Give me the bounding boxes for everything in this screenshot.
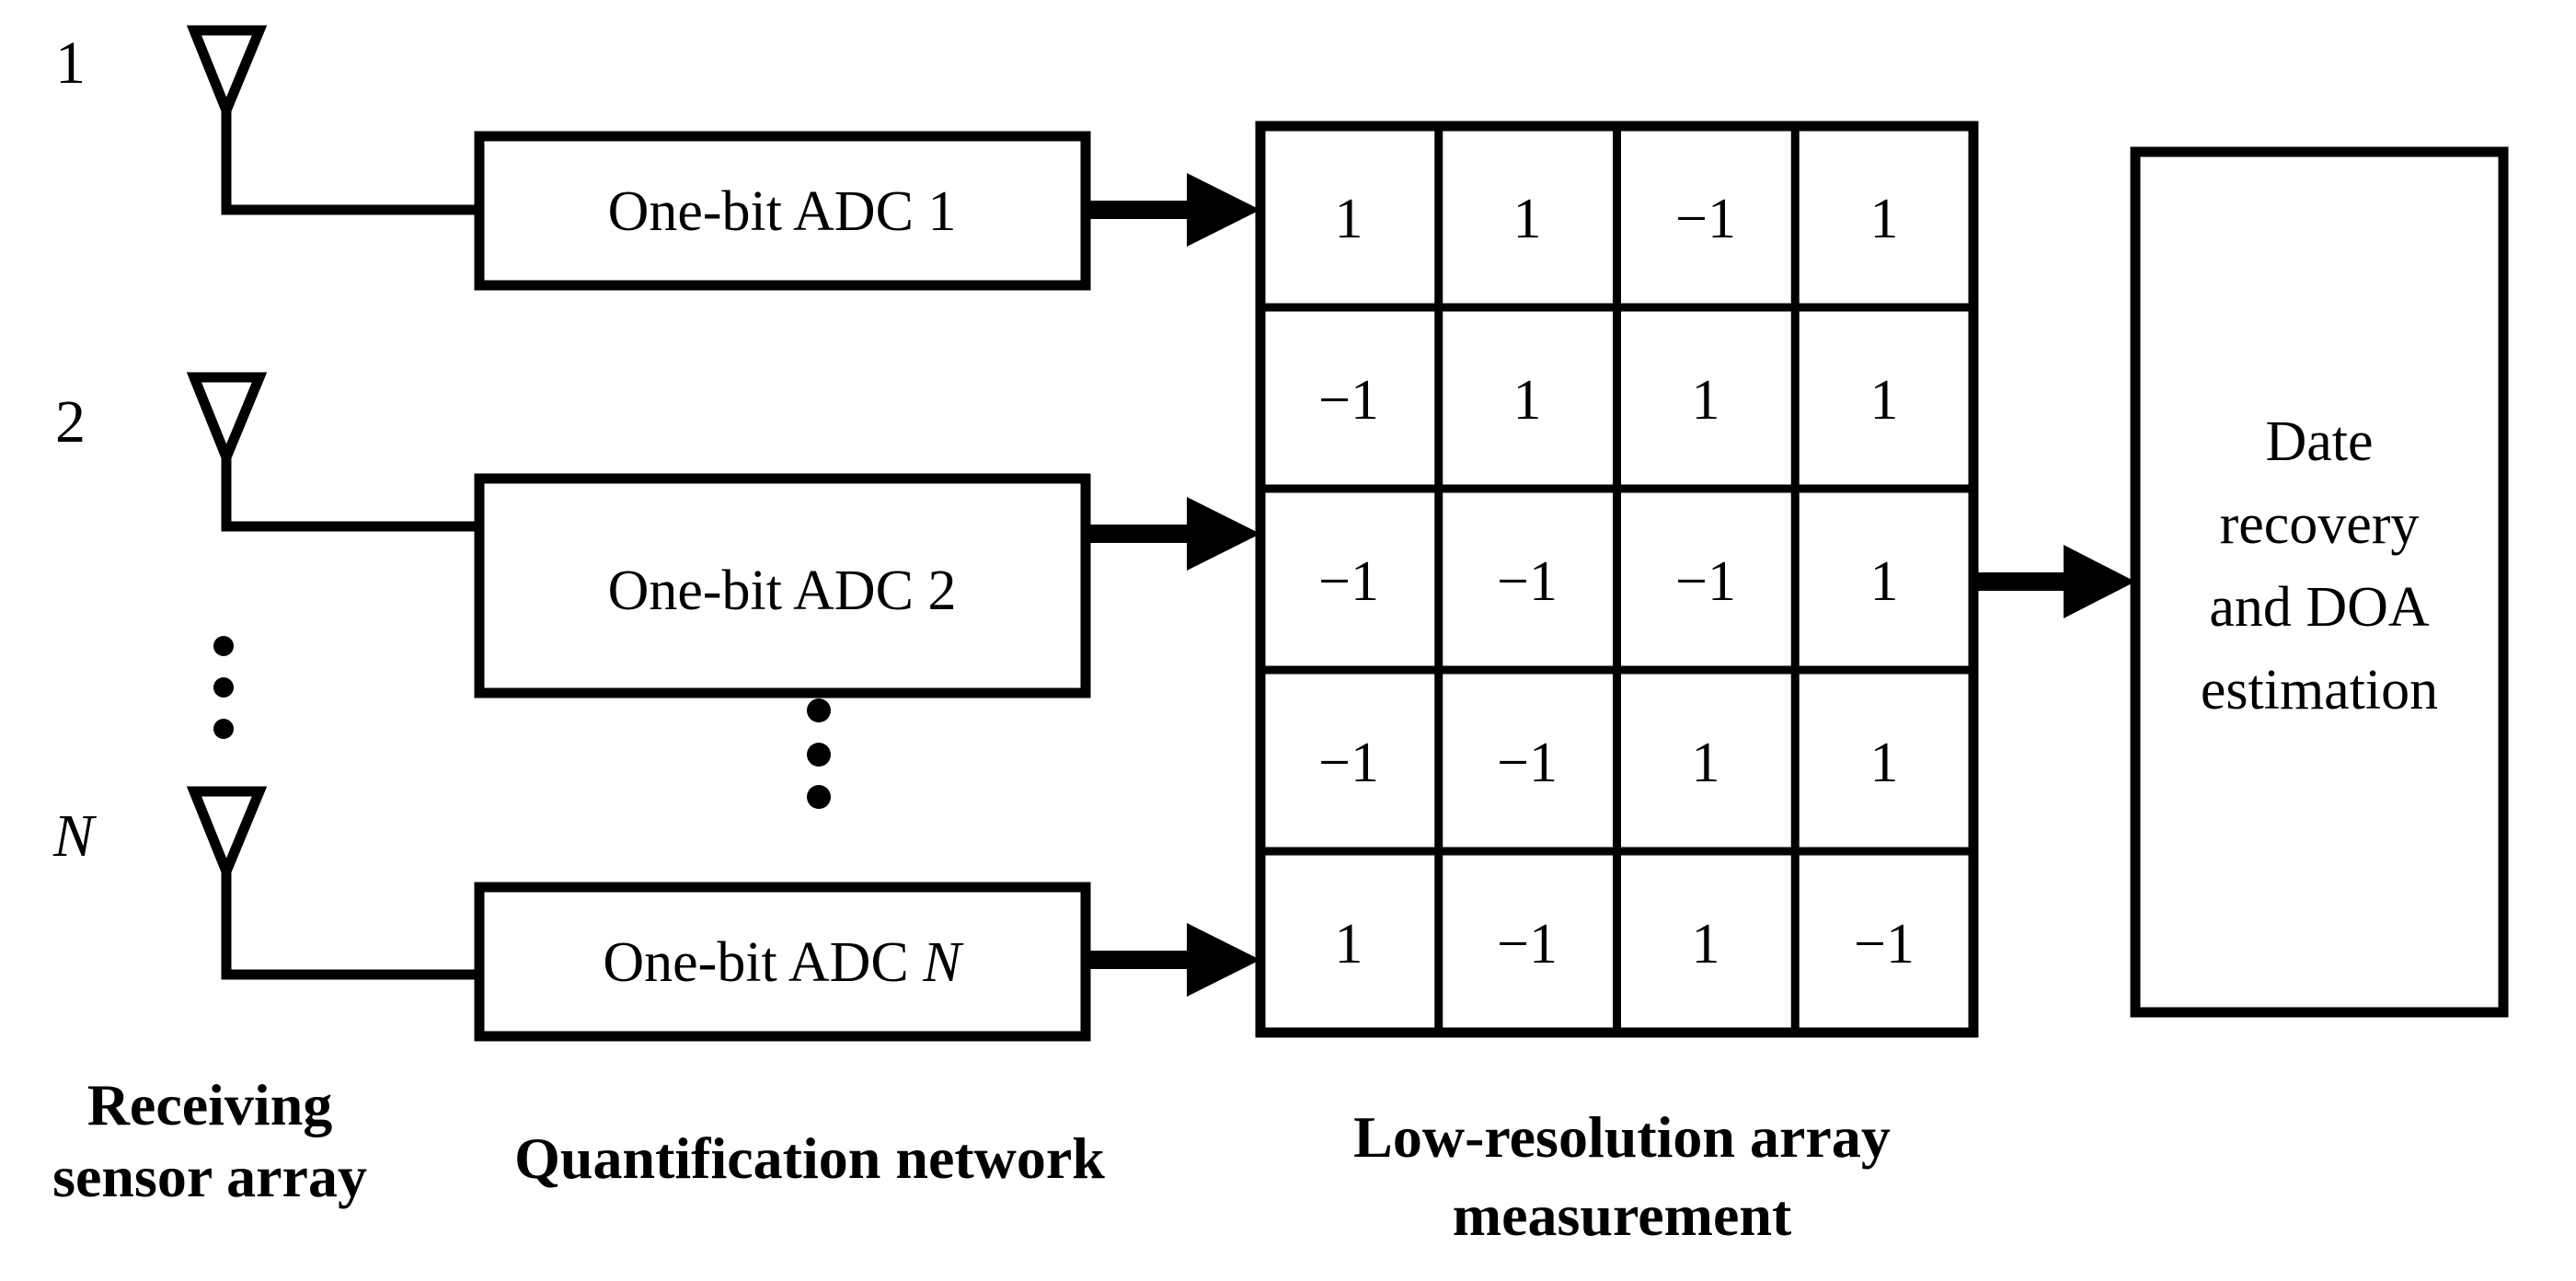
adc-column-ellipsis-icon <box>807 698 831 809</box>
adc-block-2-border <box>474 473 1091 698</box>
adc-block-n[interactable]: One-bit ADC N <box>474 882 1091 1042</box>
adc-block-1-label: One-bit ADC 1 <box>608 180 957 243</box>
result-block[interactable]: Date recovery and DOA estimation <box>2130 146 2509 1018</box>
matrix-cell: 1 <box>1692 369 1720 432</box>
caption-line: Receiving <box>87 1072 333 1137</box>
adc-block-2-label-suffix: 2 <box>927 560 956 622</box>
matrix-cell: 1 <box>1870 369 1899 432</box>
result-block-line-3: and DOA <box>2209 576 2430 639</box>
arrow-adc2-to-matrix <box>1086 497 1260 571</box>
matrix-cell: −1 <box>1497 913 1558 975</box>
adc-block-n-label: One-bit ADC N <box>603 931 964 994</box>
antenna-index-label-n: N <box>52 802 98 870</box>
antenna-1 <box>186 25 479 215</box>
matrix-cell: −1 <box>1318 369 1379 432</box>
adc-block-n-border <box>474 882 1091 1042</box>
result-block-border <box>2130 146 2509 1018</box>
adc-block-1[interactable]: One-bit ADC 1 <box>474 131 1091 291</box>
caption-low-resolution-array-measurement: Low-resolution array measurement <box>1353 1104 1891 1248</box>
matrix-cell: −1 <box>1497 732 1558 794</box>
adc-block-2-label-prefix: One-bit ADC <box>608 560 928 622</box>
matrix-cell: 1 <box>1870 550 1899 613</box>
result-block-line-1: Date <box>2265 410 2373 473</box>
result-block-line-2: recovery <box>2220 493 2420 556</box>
caption-line: Quantification network <box>514 1125 1105 1191</box>
adc-block-n-label-prefix: One-bit ADC <box>603 931 923 994</box>
antenna-n <box>186 786 479 980</box>
matrix-cell: −1 <box>1497 550 1558 613</box>
antenna-n-feed-line <box>221 871 479 980</box>
matrix-cell: 1 <box>1513 188 1542 250</box>
matrix-cell: 1 <box>1870 732 1899 794</box>
antenna-1-feed-line <box>221 110 479 215</box>
adc-block-1-label-prefix: One-bit ADC <box>608 180 928 243</box>
caption-line: measurement <box>1453 1183 1792 1248</box>
adc-block-2[interactable]: One-bit ADC 2 <box>474 473 1091 698</box>
arrow-adcn-to-matrix <box>1086 923 1260 997</box>
matrix-cell: −1 <box>1854 913 1915 975</box>
matrix-cell: 1 <box>1870 188 1899 250</box>
adc-block-2-label: One-bit ADC 2 <box>608 560 957 622</box>
arrow-matrix-to-result <box>1973 545 2135 618</box>
result-block-line-4: estimation <box>2201 659 2438 721</box>
arrow-adc1-to-matrix <box>1086 173 1260 247</box>
adc-block-1-border <box>474 131 1091 291</box>
caption-line: Low-resolution array <box>1353 1104 1891 1170</box>
antenna-index-label-1: 1 <box>55 29 86 97</box>
antenna-2-feed-line <box>221 457 479 532</box>
antenna-column-ellipsis-icon <box>213 636 234 739</box>
antenna-index-label-2: 2 <box>55 388 86 456</box>
adc-block-1-label-suffix: 1 <box>927 180 956 243</box>
caption-receiving-sensor-array: Receiving sensor array <box>52 1072 367 1209</box>
matrix-cell: 1 <box>1692 732 1720 794</box>
caption-quantification-network: Quantification network <box>514 1125 1105 1191</box>
matrix-cell: 1 <box>1692 913 1720 975</box>
antenna-n-triangle-icon <box>186 786 268 885</box>
caption-line: sensor array <box>52 1144 367 1209</box>
matrix-cell: −1 <box>1318 550 1379 613</box>
antenna-2-triangle-icon <box>186 372 268 471</box>
antenna-1-triangle-icon <box>186 25 268 124</box>
antenna-2 <box>186 372 479 532</box>
measurement-matrix: 1 1 −1 1 −1 1 1 1 −1 −1 −1 1 −1 −1 1 1 1… <box>1255 121 1979 1038</box>
matrix-cell: 1 <box>1513 369 1542 432</box>
matrix-cell: −1 <box>1675 188 1736 250</box>
matrix-cell: 1 <box>1335 913 1363 975</box>
matrix-cell: 1 <box>1335 188 1363 250</box>
matrix-cell: −1 <box>1675 550 1736 613</box>
matrix-cell: −1 <box>1318 732 1379 794</box>
adc-block-n-label-suffix: N <box>922 931 964 994</box>
